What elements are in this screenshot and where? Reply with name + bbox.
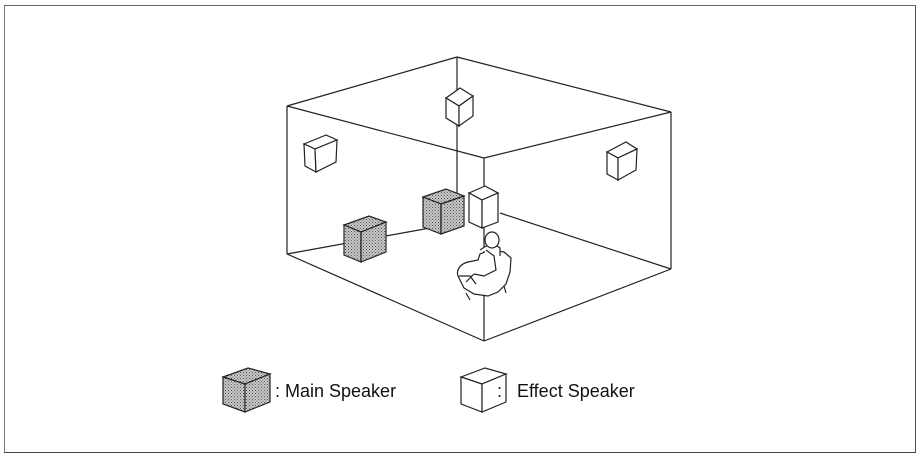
main-speaker-left [342, 215, 388, 263]
main-speaker-right [421, 188, 466, 235]
listener-in-chair-icon [456, 231, 512, 301]
effect-speaker-ceiling [444, 87, 475, 128]
effect-speaker-front-center [467, 185, 500, 229]
room-box [286, 56, 672, 342]
legend-effect-speaker-label: : Effect Speaker [497, 381, 635, 401]
legend-main-speaker-icon [221, 367, 272, 413]
effect-speaker-left-wall [302, 134, 339, 174]
legend-effect-speaker-icon [459, 367, 508, 413]
figure-frame [4, 5, 916, 453]
effect-speaker-right-wall [605, 141, 639, 182]
legend-main-speaker-label: : Main Speaker [275, 381, 397, 401]
